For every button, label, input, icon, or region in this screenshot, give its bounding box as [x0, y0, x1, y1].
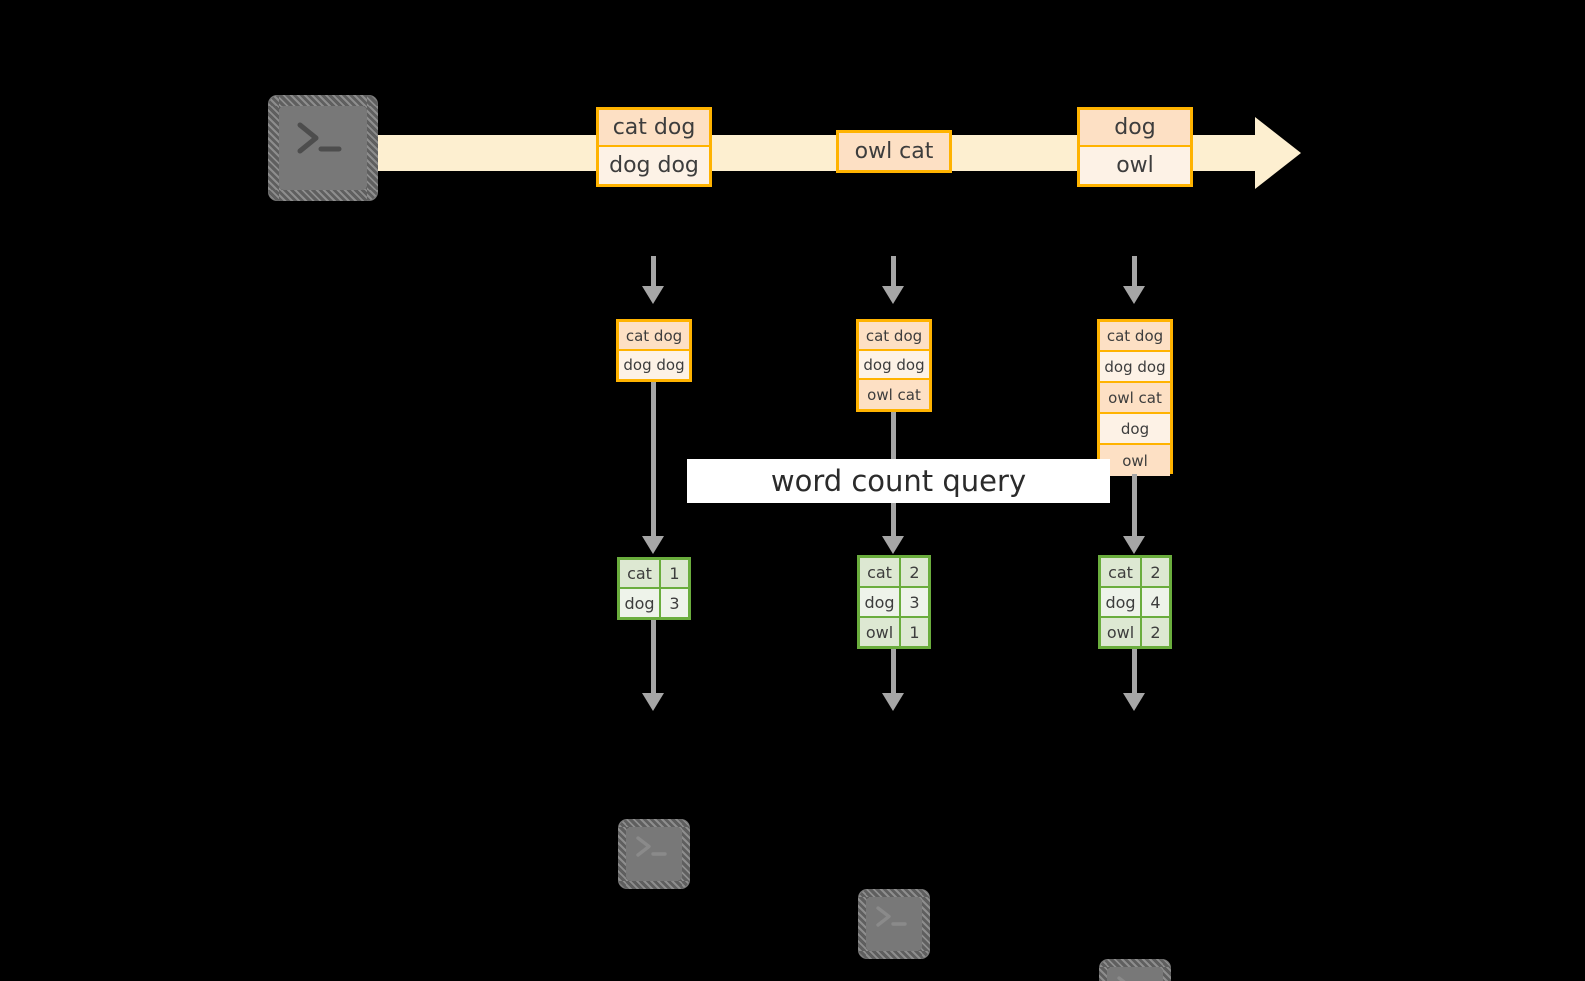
result-row: owl 1	[860, 618, 928, 646]
arrowhead-icon	[642, 286, 664, 304]
result-row: dog 3	[620, 589, 688, 617]
result-row: cat 2	[860, 558, 928, 588]
stream-record-row: owl cat	[839, 133, 949, 170]
arrowhead-icon	[642, 693, 664, 711]
result-word-cell: owl	[860, 618, 901, 646]
sink-terminal-icon[interactable]	[618, 819, 690, 889]
stream-record-row: cat dog	[599, 110, 709, 147]
dashed-connector	[891, 256, 896, 286]
result-word-cell: dog	[860, 588, 901, 616]
terminal-prompt-glyph	[290, 119, 350, 159]
result-word-cell: cat	[1101, 558, 1142, 586]
result-row: owl 2	[1101, 618, 1169, 646]
accumulated-row: owl	[1100, 445, 1170, 476]
accumulated-row: cat dog	[859, 322, 929, 351]
result-table[interactable]: cat 2 dog 3 owl 1	[857, 555, 931, 649]
accumulated-row: owl cat	[859, 380, 929, 409]
result-count-cell: 1	[661, 560, 688, 587]
result-word-cell: cat	[860, 558, 901, 586]
accumulated-row: cat dog	[1100, 322, 1170, 352]
dashed-connector	[1132, 256, 1137, 286]
accumulated-stack[interactable]: cat dog dog dog owl cat	[856, 319, 932, 412]
accumulated-row: owl cat	[1100, 383, 1170, 414]
result-row: dog 3	[860, 588, 928, 618]
result-table[interactable]: cat 2 dog 4 owl 2	[1098, 555, 1172, 649]
arrowhead-icon	[882, 536, 904, 554]
accumulated-stack[interactable]: cat dog dog dog owl cat dog owl	[1097, 319, 1173, 476]
sink-connector	[891, 649, 896, 693]
terminal-prompt-glyph	[872, 904, 912, 930]
stream-record-group[interactable]: owl cat	[836, 130, 952, 173]
result-count-cell: 1	[901, 618, 928, 646]
stream-record-group[interactable]: cat dog dog dog	[596, 107, 712, 187]
accumulated-row: dog dog	[859, 351, 929, 380]
stream-record-row: dog	[1080, 110, 1190, 147]
arrowhead-icon	[882, 286, 904, 304]
result-row: cat 2	[1101, 558, 1169, 588]
query-connector	[651, 382, 656, 536]
result-count-cell: 2	[901, 558, 928, 586]
result-row: dog 4	[1101, 588, 1169, 618]
arrowhead-icon	[1123, 693, 1145, 711]
sink-connector	[651, 620, 656, 693]
query-connector	[1132, 474, 1137, 536]
result-word-cell: dog	[620, 589, 661, 617]
query-label-band: word count query	[687, 459, 1110, 503]
arrowhead-icon	[882, 693, 904, 711]
result-count-cell: 3	[901, 588, 928, 616]
sink-terminal-icon[interactable]	[858, 889, 930, 959]
result-word-cell: owl	[1101, 618, 1142, 646]
terminal-prompt-glyph	[632, 834, 672, 860]
result-count-cell: 3	[661, 589, 688, 617]
dashed-connector	[651, 256, 656, 286]
arrowhead-icon	[1123, 536, 1145, 554]
stream-record-row: dog dog	[599, 147, 709, 184]
sink-terminal-icon[interactable]	[1099, 959, 1171, 981]
accumulated-row: cat dog	[619, 322, 689, 351]
result-row: cat 1	[620, 560, 688, 589]
accumulated-row: dog dog	[619, 351, 689, 379]
arrowhead-icon	[1123, 286, 1145, 304]
stream-arrow-head	[1255, 117, 1301, 189]
accumulated-stack[interactable]: cat dog dog dog	[616, 319, 692, 382]
arrowhead-icon	[642, 536, 664, 554]
result-count-cell: 2	[1142, 558, 1169, 586]
source-terminal-icon[interactable]	[268, 95, 378, 201]
accumulated-row: dog dog	[1100, 352, 1170, 383]
terminal-prompt-glyph	[1113, 974, 1153, 981]
accumulated-row: dog	[1100, 414, 1170, 445]
result-count-cell: 2	[1142, 618, 1169, 646]
sink-connector	[1132, 649, 1137, 693]
result-word-cell: cat	[620, 560, 661, 587]
stream-record-group[interactable]: dog owl	[1077, 107, 1193, 187]
result-count-cell: 4	[1142, 588, 1169, 616]
stream-record-row: owl	[1080, 147, 1190, 184]
result-table[interactable]: cat 1 dog 3	[617, 557, 691, 620]
result-word-cell: dog	[1101, 588, 1142, 616]
